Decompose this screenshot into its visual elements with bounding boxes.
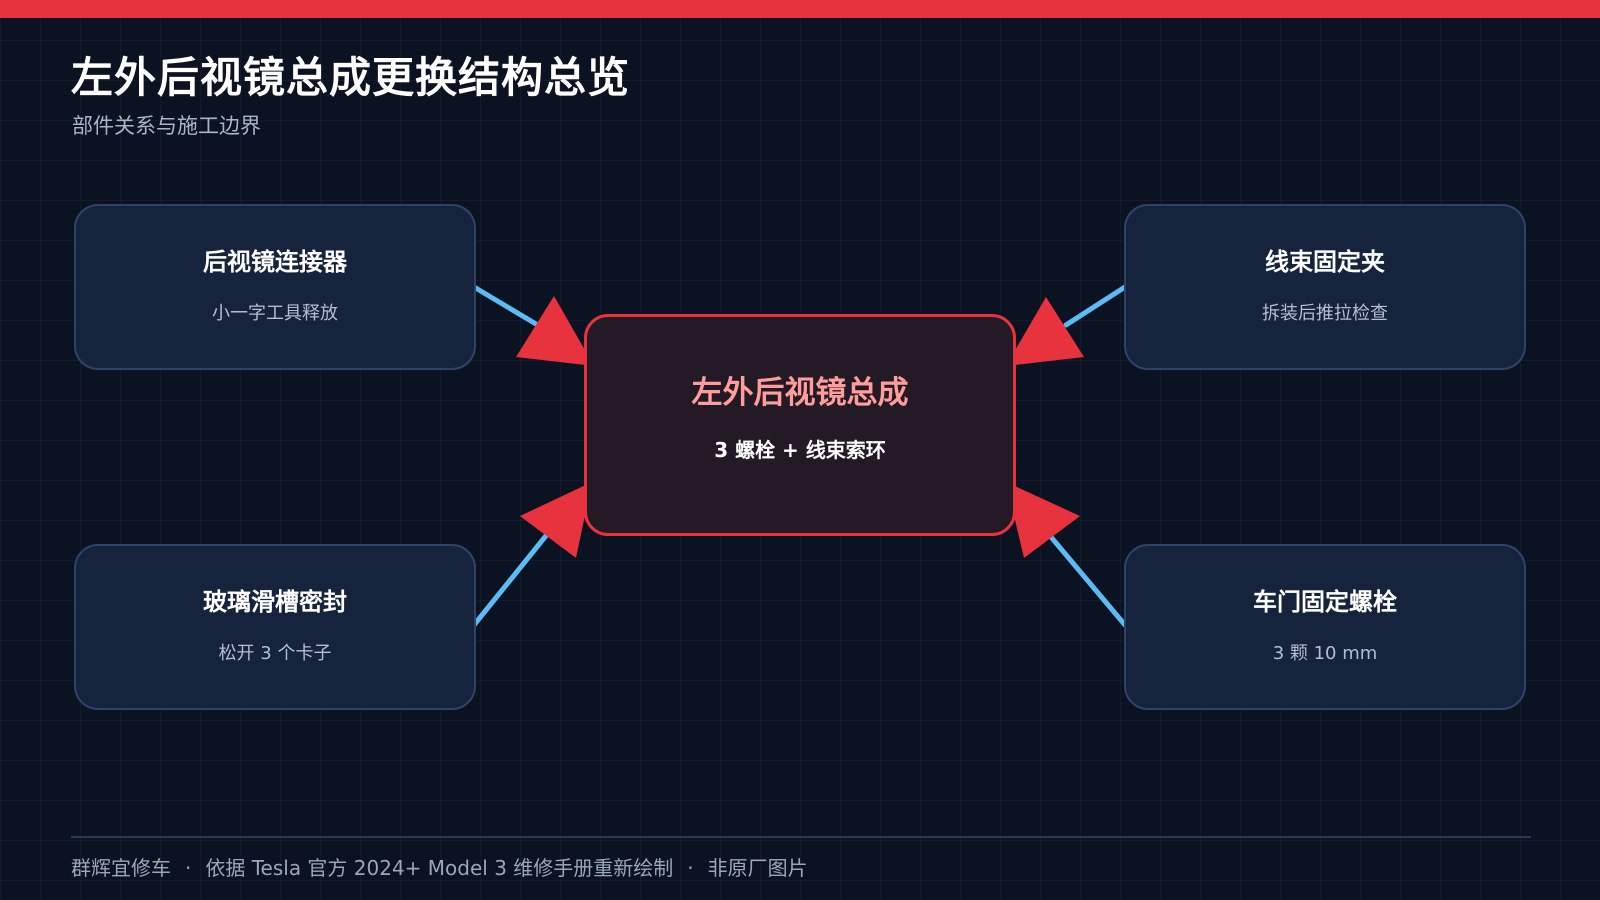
- top-accent-bar: [0, 0, 1600, 18]
- arrowhead-top-right: [1006, 297, 1084, 366]
- arrowhead-top-left: [516, 296, 594, 366]
- footer: 群辉宜修车 · 依据 Tesla 官方 2024+ Model 3 维修手册重新绘制…: [71, 852, 808, 881]
- page-title: 左外后视镜总成更换结构总览: [71, 53, 631, 102]
- page-subtitle: 部件关系与施工边界: [72, 114, 261, 138]
- node-detail: 松开 3 个卡子: [218, 643, 332, 664]
- footer-divider: [71, 836, 1531, 838]
- center-title: 左外后视镜总成: [691, 375, 909, 411]
- footer-separator: ·: [185, 856, 192, 880]
- node-detail: 拆装后推拉检查: [1262, 303, 1388, 324]
- connector-top-left: [471, 284, 539, 327]
- center-node-mirror-assembly: 左外后视镜总成 3 螺栓 + 线束索环: [584, 314, 1016, 536]
- node-title: 线束固定夹: [1265, 248, 1385, 276]
- connector-bottom-right: [1048, 534, 1128, 628]
- node-glass-run-seal: 玻璃滑槽密封 松开 3 个卡子: [74, 544, 476, 710]
- center-detail: 3 螺栓 + 线束索环: [714, 438, 886, 462]
- footer-separator: ·: [687, 856, 694, 880]
- node-mirror-connector: 后视镜连接器 小一字工具释放: [74, 204, 476, 370]
- node-title: 玻璃滑槽密封: [203, 588, 347, 616]
- node-title: 车门固定螺栓: [1253, 588, 1397, 616]
- footer-note: 非原厂图片: [707, 856, 808, 880]
- node-title: 后视镜连接器: [203, 248, 347, 276]
- arrowhead-bottom-right: [1006, 482, 1080, 558]
- node-door-bolts: 车门固定螺栓 3 颗 10 mm: [1124, 544, 1526, 710]
- connector-bottom-left: [471, 529, 552, 628]
- arrowhead-bottom-left: [520, 482, 592, 558]
- node-detail: 3 颗 10 mm: [1272, 643, 1378, 664]
- footer-brand: 群辉宜修车: [71, 856, 171, 880]
- footer-source: 依据 Tesla 官方 2024+ Model 3 维修手册重新绘制: [205, 856, 674, 880]
- node-detail: 小一字工具释放: [212, 303, 338, 324]
- node-harness-clip: 线束固定夹 拆装后推拉检查: [1124, 204, 1526, 370]
- connector-top-right: [1063, 284, 1128, 328]
